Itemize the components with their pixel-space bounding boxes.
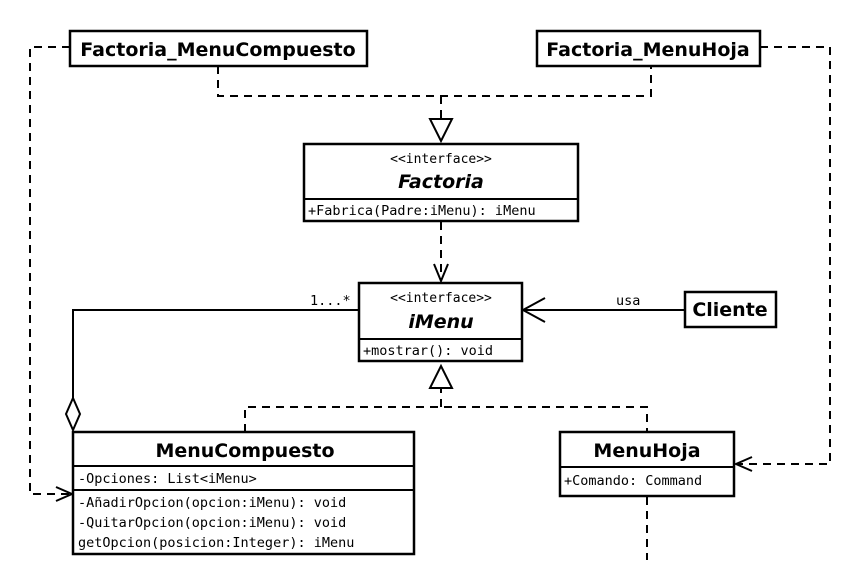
factories-merge-line <box>217 66 652 97</box>
realization-arrowhead-imenu <box>428 363 454 389</box>
interface-factoria <box>302 142 580 223</box>
class-menuhoja <box>558 430 736 498</box>
class-menucompuesto <box>71 430 416 556</box>
class-cliente <box>683 290 778 329</box>
dependency-line-factory-hoja <box>736 46 831 465</box>
dependency-arrowhead-hoja <box>733 456 753 472</box>
class-name-factoria-menucompuesto: Factoria_MenuCompuesto <box>80 39 355 61</box>
class-factoria-menuhoja <box>535 29 762 68</box>
class-name-menuhoja: MenuHoja <box>593 440 700 462</box>
interface-imenu <box>357 281 524 363</box>
class-name-cliente: Cliente <box>692 299 767 321</box>
aggregation-line <box>72 309 359 398</box>
aggregation-diamond <box>64 395 82 433</box>
interface-name-factoria: Factoria <box>398 171 484 193</box>
stereotype-factoria: <<interface>> <box>390 152 492 167</box>
operation-getopcion: getOpcion(posicion:Integer): iMenu <box>78 535 354 551</box>
operation-mostrar: +mostrar(): void <box>363 343 493 359</box>
class-factoria-menucompuesto <box>68 29 369 68</box>
attribute-comando: +Comando: Command <box>564 473 702 489</box>
dependency-line-factory-compuesto <box>29 46 70 495</box>
interface-name-imenu: iMenu <box>408 311 473 333</box>
attribute-opciones: -Opciones: List<iMenu> <box>78 471 257 487</box>
realization-merge-line-imenu <box>244 406 648 432</box>
realization-arrowhead-factoria <box>428 118 454 144</box>
operation-fabrica: +Fabrica(Padre:iMenu): iMenu <box>308 203 536 219</box>
dependency-arrowhead-imenu <box>433 263 449 284</box>
class-name-factoria-menuhoja: Factoria_MenuHoja <box>546 39 749 61</box>
multiplicity-label: 1...* <box>310 293 351 309</box>
association-label-usa: usa <box>616 293 640 309</box>
class-name-menucompuesto: MenuCompuesto <box>155 440 334 462</box>
operation-quitaropcion: -QuitarOpcion(opcion:iMenu): void <box>78 515 346 531</box>
operation-anadiropcion: -AñadirOpcion(opcion:iMenu): void <box>78 495 346 511</box>
stereotype-imenu: <<interface>> <box>390 291 492 306</box>
